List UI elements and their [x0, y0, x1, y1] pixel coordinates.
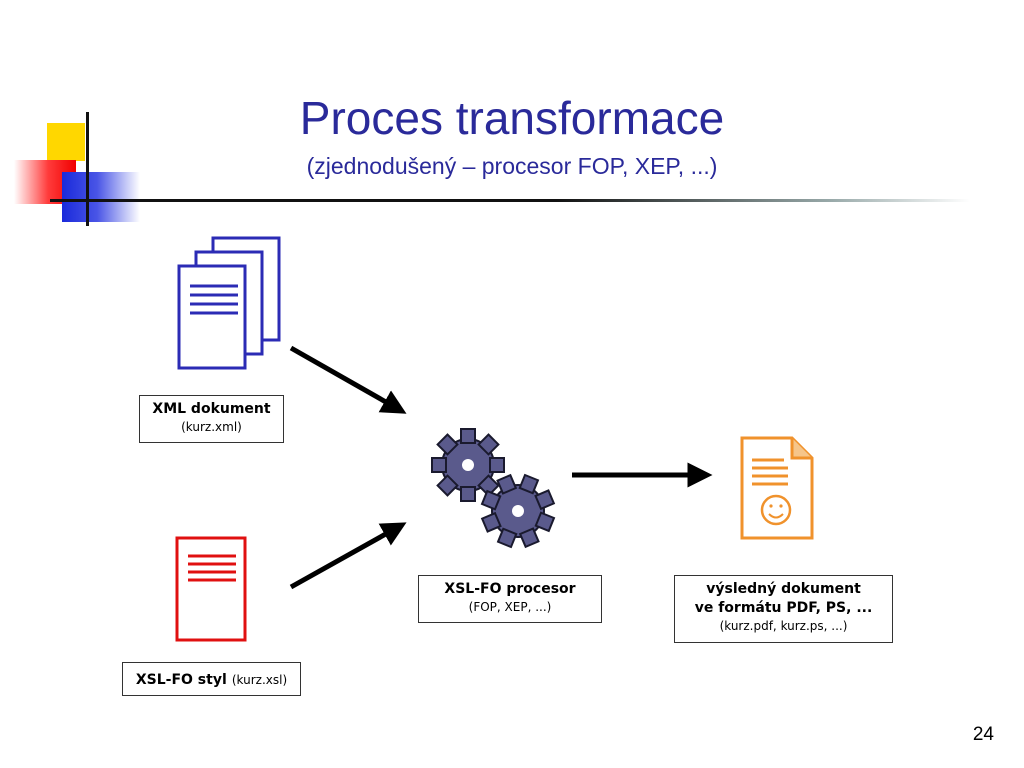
- xsl-style-file: (kurz.xsl): [231, 673, 288, 687]
- decor-horizontal-line: [50, 199, 970, 202]
- output-name-line2: ve formátu PDF, PS, ...: [694, 600, 873, 616]
- gears-icon: [431, 428, 556, 549]
- xml-document-label: XML dokument (kurz.xml): [139, 395, 284, 443]
- document-stack-icon: [177, 236, 281, 370]
- xml-document-file: (kurz.xml): [181, 420, 242, 434]
- slide-title: Proces transformace: [299, 92, 725, 144]
- output-files: (kurz.pdf, kurz.ps, ...): [719, 619, 848, 633]
- xsl-style-name: XSL-FO styl: [135, 672, 227, 688]
- processor-name: XSL-FO procesor: [444, 581, 576, 597]
- arrow-xml-to-processor: [289, 345, 407, 414]
- arrow-xsl-to-processor: [289, 522, 407, 590]
- output-name-line1: výsledný dokument: [706, 581, 861, 597]
- decor-vertical-line: [86, 112, 89, 226]
- decor-blue-square: [62, 172, 140, 222]
- output-document-label: výsledný dokument ve formátu PDF, PS, ..…: [674, 575, 893, 643]
- smiley-document-icon: [740, 436, 814, 540]
- page-number: 24: [972, 724, 994, 745]
- xml-document-name: XML dokument: [152, 401, 271, 417]
- xsl-style-label: XSL-FO styl (kurz.xsl): [122, 662, 301, 696]
- decor-yellow-square: [47, 123, 85, 161]
- slide-subtitle: (zjednodušený – procesor FOP, XEP, ...): [306, 153, 718, 179]
- red-document-icon: [175, 536, 247, 642]
- processor-label: XSL-FO procesor (FOP, XEP, ...): [418, 575, 602, 623]
- processor-detail: (FOP, XEP, ...): [468, 600, 552, 614]
